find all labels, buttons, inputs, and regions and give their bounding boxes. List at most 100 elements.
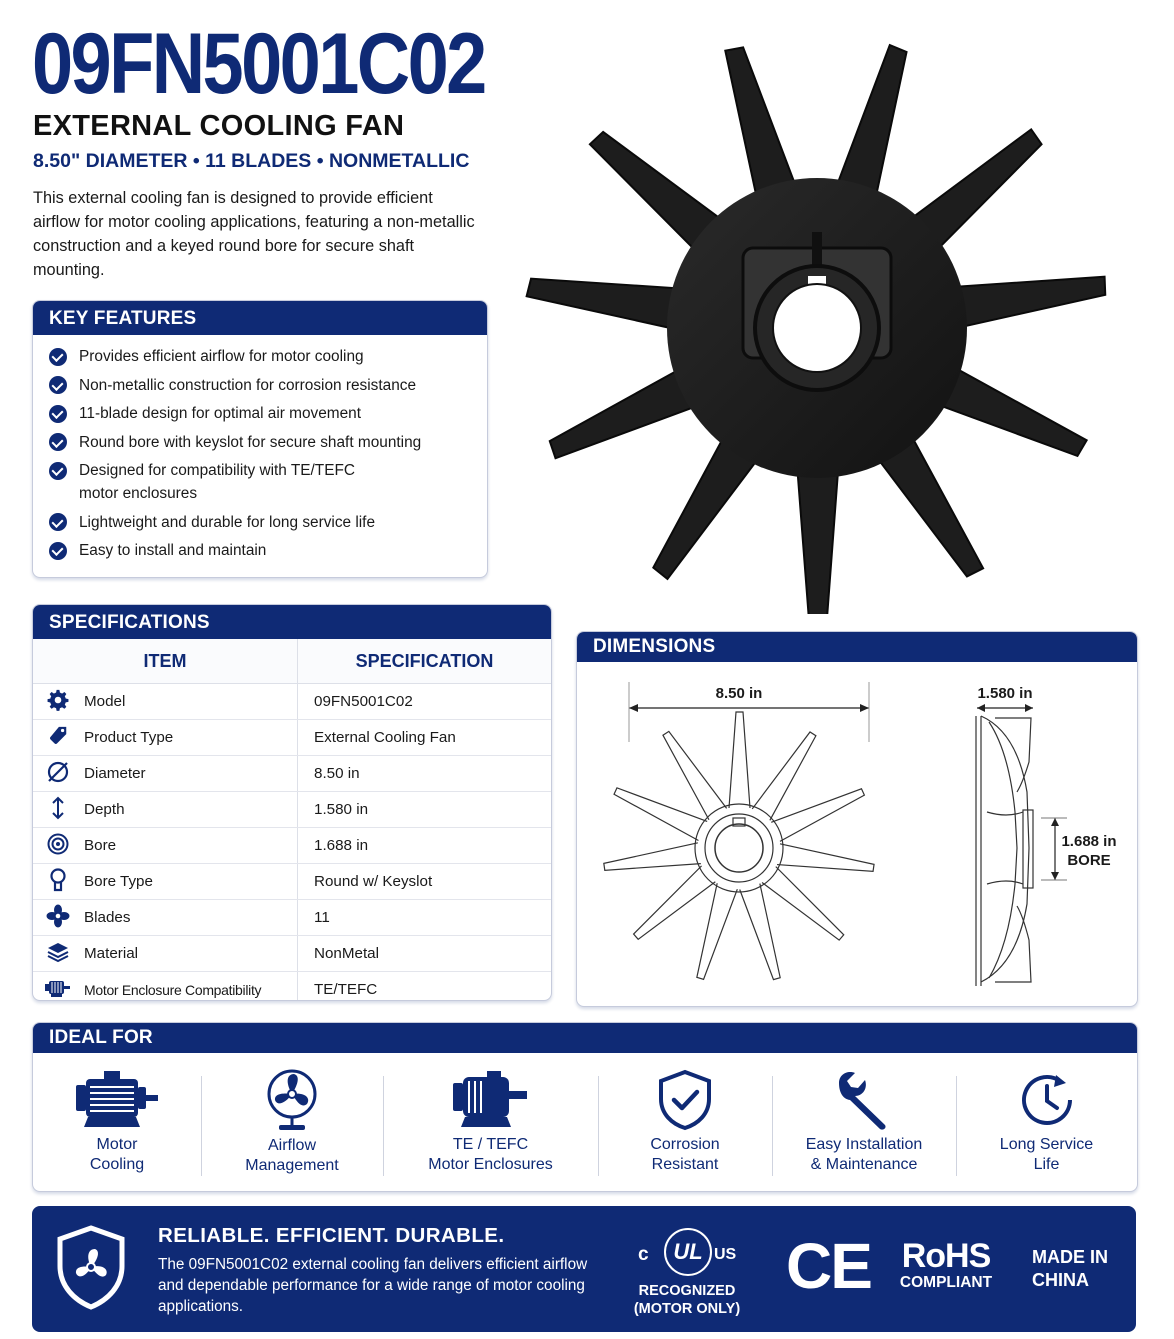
spec-name: Bore Type [83,863,298,900]
spec-value: 11 [297,899,551,936]
feature-text: Non-metallic construction for corrosion … [79,376,417,394]
target-icon [47,833,69,854]
fan-icon [46,904,70,927]
footer-banner: RELIABLE. EFFICIENT. DURABLE. The 09FN50… [32,1206,1136,1332]
ul-c-mark: c [638,1244,649,1265]
footer-heading: RELIABLE. EFFICIENT. DURABLE. [158,1224,505,1247]
check-circle-icon [49,461,67,480]
product-tagline: 8.50" DIAMETER • 11 BLADES • NONMETALLIC [33,150,470,172]
feature-text-line2: motor enclosures [79,485,198,502]
check-circle-icon [49,347,67,366]
feature-text: 11-blade design for optimal air movement [79,405,362,422]
ul-line2: (MOTOR ONLY) [633,1301,741,1317]
feature-text: Lightweight and durable for long service… [79,513,376,531]
ideal-line2: Life [1033,1156,1060,1173]
motor-icon [45,980,70,997]
tefc-motor-icon [452,1071,527,1127]
ce-mark: CE [786,1230,873,1302]
origin-line2: CHINA [1032,1270,1089,1290]
rohs-compliant: COMPLIANT [899,1274,993,1291]
drawing-blade [728,711,751,809]
front-view-drawing: 8.50 in [603,682,875,981]
dimension-drawing: 8.50 in 1.580 in [603,682,1117,986]
table-row: Bore 1.688 in [33,827,551,864]
spec-name: Material [83,935,298,972]
drawing-blade [696,883,738,981]
origin-badge: MADE IN CHINA [1032,1246,1120,1292]
bore-caption: BORE [1067,852,1110,869]
feature-item: Provides efficient airflow for motor coo… [49,345,487,368]
feature-item: Non-metallic construction for corrosion … [49,374,487,397]
spec-name: Model [83,683,298,720]
bore-label: 1.688 in [1061,833,1116,850]
drawing-blade [761,866,845,941]
depth-label: 1.580 in [977,685,1032,702]
ideal-line2: Motor Enclosures [428,1156,553,1173]
side-view-drawing: 1.580 in 1.688 in BORE [975,685,1117,986]
desk-fan-icon [267,1069,317,1130]
product-subtitle: EXTERNAL COOLING FAN [33,110,405,142]
wrench-icon [839,1072,886,1130]
drawing-blade [739,883,781,981]
feature-item: Designed for compatibility with TE/TEFC m… [49,459,487,505]
feature-item: Lightweight and durable for long service… [49,511,487,534]
clock-icon [1021,1075,1072,1125]
keyhole-icon [50,867,66,891]
drawing-blade [662,730,728,821]
spec-value: External Cooling Fan [297,719,551,756]
shield-check-icon [659,1069,711,1131]
spec-value: 8.50 in [297,755,551,792]
key-features-heading: KEY FEATURES [33,301,487,335]
rohs-badge: RoHS COMPLIANT [896,1238,996,1292]
shield-fan-icon [57,1225,125,1310]
vertical-arrows-icon [52,796,64,819]
spec-value: 09FN5001C02 [297,683,551,720]
footer-text: The 09FN5001C02 external cooling fan del… [158,1256,588,1315]
spec-value: 1.688 in [297,827,551,864]
spec-value: Round w/ Keyslot [297,863,551,900]
feature-text: Round bore with keyslot for secure shaft… [79,433,422,451]
diameter-icon [47,761,69,782]
drawing-blade [751,731,817,821]
ideal-line2: Cooling [89,1156,145,1173]
drawing-blade [603,842,701,871]
col-header-item: ITEM [33,639,298,684]
spec-value: 1.580 in [297,791,551,828]
spec-name: Product Type [83,719,298,756]
drawing-blade [771,788,866,842]
check-circle-icon [49,513,67,531]
specifications-panel: SPECIFICATIONS ITEM SPECIFICATION Model … [32,604,552,1001]
spec-name: Blades [83,899,298,936]
ideal-item-label: Easy Installation& Maintenance [806,1135,923,1175]
layers-icon [47,942,69,962]
check-circle-icon [49,404,67,423]
product-title: 09FN5001C02 [32,16,487,112]
feature-text-line1: Designed for compatibility with TE/TEFC [79,462,355,479]
ideal-line2: & Maintenance [810,1156,918,1173]
cooling-fan-image [525,43,1107,614]
drawing-blade [613,787,708,842]
table-row: Bore Type Round w/ Keyslot [33,863,551,900]
ideal-for-heading: IDEAL FOR [33,1023,1137,1053]
drawing-blade [632,865,716,941]
table-row: Model 09FN5001C02 [33,683,551,720]
ideal-item-installation: Easy Installation& Maintenance [772,1062,956,1182]
table-row: Blades 11 [33,899,551,936]
table-row: Material NonMetal [33,935,551,972]
ideal-line1: Airflow [267,1137,316,1154]
origin-line1: MADE IN [1032,1247,1108,1267]
feature-item: Round bore with keyslot for secure shaft… [49,431,487,454]
spec-value: NonMetal [297,935,551,972]
table-row: Motor Enclosure Compatibility TE/TEFC [33,971,551,1000]
electric-motor-icon [76,1071,158,1127]
spec-name: Motor Enclosure Compatibility [84,981,262,998]
ul-logo-mark: UL [664,1228,712,1276]
ul-recognized-badge: c UL US RECOGNIZED (MOTOR ONLY) [626,1226,748,1318]
